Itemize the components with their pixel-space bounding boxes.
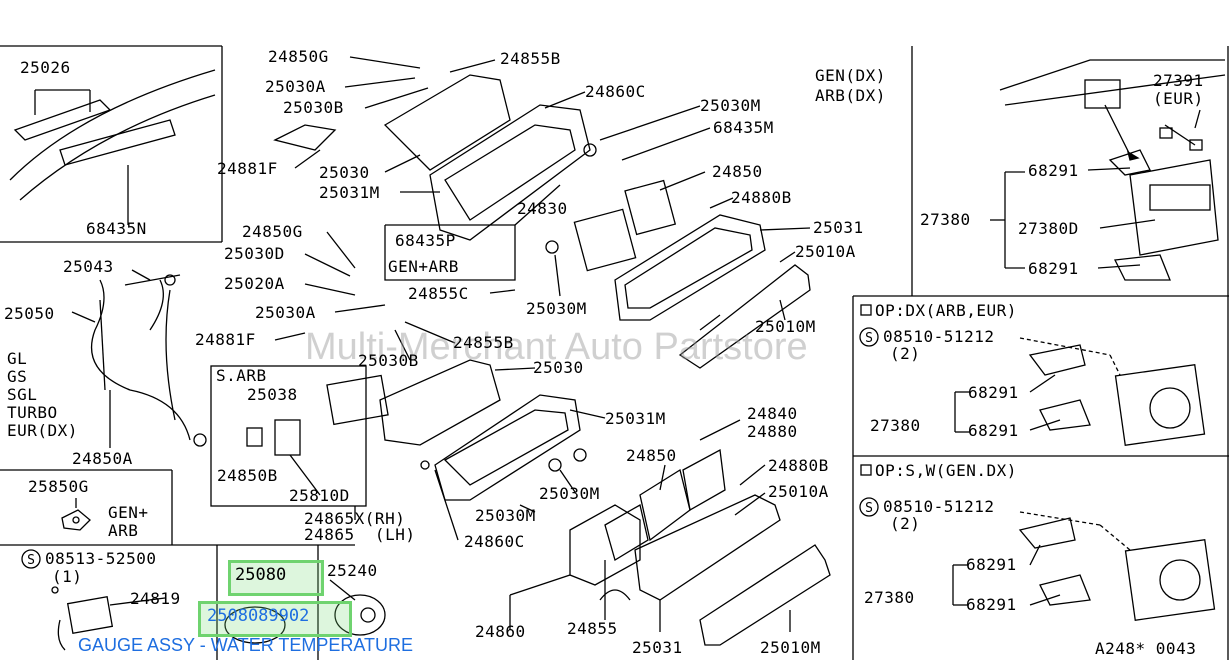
panel-s-arb: S.ARB [216, 366, 267, 385]
label-68291-c: 68291 [968, 383, 1019, 402]
panel-arb-dx: ARB(DX) [815, 86, 886, 105]
label-25038: 25038 [247, 385, 298, 404]
svg-text:S: S [865, 331, 873, 346]
label-25030-a: 25030 [319, 163, 370, 182]
label-25026: 25026 [20, 58, 71, 77]
label-24850-b: 24850 [626, 446, 677, 465]
highlight-part-label: 25080 [235, 565, 287, 585]
label-25010A-a: 25010A [795, 242, 856, 261]
label-25030M-b: 25030M [526, 299, 587, 318]
label-25030B-b: 25030B [358, 351, 419, 370]
label-25030M-c: 25030M [539, 484, 600, 503]
label-24880B-b: 24880B [768, 456, 829, 475]
label-eur: (EUR) [1153, 89, 1204, 108]
label-25031-b: 25031 [632, 638, 683, 657]
label-27380-b: 27380 [870, 416, 921, 435]
label-27391: 27391 [1153, 71, 1204, 90]
label-68291-f: 68291 [966, 595, 1017, 614]
label-68291-e: 68291 [966, 555, 1017, 574]
label-68435M: 68435M [713, 118, 774, 137]
label-25030B-a: 25030B [283, 98, 344, 117]
label-25030-b: 25030 [533, 358, 584, 377]
label-25010M-a: 25010M [755, 317, 816, 336]
bolt-08513-52500: 08513-52500 [45, 549, 157, 568]
svg-text:S: S [865, 501, 873, 516]
label-24865-lh: 24865 (LH) [304, 525, 416, 544]
label-25240: 25240 [327, 561, 378, 580]
label-24860C-b: 24860C [464, 532, 525, 551]
label-25043: 25043 [63, 257, 114, 276]
label-25031M-a: 25031M [319, 183, 380, 202]
label-25030A-b: 25030A [255, 303, 316, 322]
label-27380-a: 27380 [920, 210, 971, 229]
label-25850G: 25850G [28, 477, 89, 496]
label-68291-a: 68291 [1028, 161, 1079, 180]
bolt-08510-51212-a: 08510-51212 [883, 327, 995, 346]
label-25030A-a: 25030A [265, 77, 326, 96]
label-24850B: 24850B [217, 466, 278, 485]
label-24850-a: 24850 [712, 162, 763, 181]
label-25010A-b: 25010A [768, 482, 829, 501]
label-25050: 25050 [4, 304, 55, 323]
label-24855B-b: 24855B [453, 333, 514, 352]
bolt-08510-51212-b: 08510-51212 [883, 497, 995, 516]
highlight-part-25080[interactable] [228, 560, 324, 596]
label-25030M-d: 25030M [475, 506, 536, 525]
label-25031-a: 25031 [813, 218, 864, 237]
label-68435P: 68435P [395, 231, 456, 250]
panel-gen-dx: GEN(DX) [815, 66, 886, 85]
label-25030M-a: 25030M [700, 96, 761, 115]
bolt-qty-1: (1) [52, 567, 83, 586]
watermark: Multi-Merchant Auto Partstore [305, 326, 808, 368]
label-24819: 24819 [130, 589, 181, 608]
panel-op-s-w-gen-dx: OP:S,W(GEN.DX) [875, 461, 1017, 480]
label-24860C-a: 24860C [585, 82, 646, 101]
label-68291-b: 68291 [1028, 259, 1079, 278]
svg-text:S: S [27, 553, 35, 568]
label-24855C: 24855C [408, 284, 469, 303]
label-24880: 24880 [747, 422, 798, 441]
label-27380-c: 27380 [864, 588, 915, 607]
highlight-part-number[interactable]: 2508089902 [207, 606, 310, 626]
label-24855: 24855 [567, 619, 618, 638]
label-gen-arb: GEN+ARB [388, 257, 459, 276]
label-24850G-b: 24850G [242, 222, 303, 241]
diagram-id: A248* 0043 [1095, 639, 1197, 658]
label-68291-d: 68291 [968, 421, 1019, 440]
label-68435N: 68435N [86, 219, 147, 238]
label-24881F-a: 24881F [217, 159, 278, 178]
label-24881F-b: 24881F [195, 330, 256, 349]
highlight-part-number-box[interactable] [198, 601, 352, 637]
panel-op-dx-arb-eur: OP:DX(ARB,EUR) [875, 301, 1017, 320]
label-27380D: 27380D [1018, 219, 1079, 238]
label-24860: 24860 [475, 622, 526, 641]
bolt-qty-2-b: (2) [890, 514, 921, 533]
label-25030D: 25030D [224, 244, 285, 263]
label-24830: 24830 [517, 199, 568, 218]
label-25031M-b: 25031M [605, 409, 666, 428]
variant-list: GL GS SGL TURBO EUR(DX) [7, 349, 78, 440]
label-24850A: 24850A [72, 449, 133, 468]
label-gen-arb-2: GEN+ ARB [108, 503, 149, 540]
bolt-qty-2-a: (2) [890, 344, 921, 363]
label-25010M-b: 25010M [760, 638, 821, 657]
part-caption[interactable]: GAUGE ASSY - WATER TEMPERATURE [78, 635, 414, 655]
label-24840: 24840 [747, 404, 798, 423]
label-24880B-a: 24880B [731, 188, 792, 207]
label-24865X-rh: 24865X(RH) [304, 509, 406, 528]
label-25020A: 25020A [224, 274, 285, 293]
label-24850G-a: 24850G [268, 47, 329, 66]
label-25810D: 25810D [289, 486, 350, 505]
label-24855B-a: 24855B [500, 49, 561, 68]
